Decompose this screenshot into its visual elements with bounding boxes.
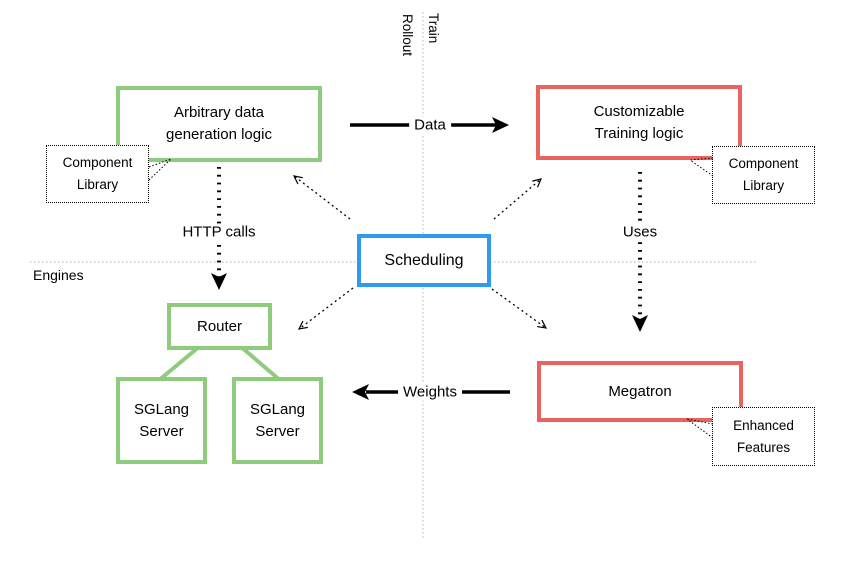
callout-component-library-right: Component Library — [712, 146, 815, 204]
callout-component-library-left: Component Library — [46, 145, 149, 203]
data-edge-label: Data — [409, 116, 451, 134]
node-label-line: Server — [255, 422, 300, 440]
node-arbitrary-data-generation-logic: Arbitrary data generation logic — [116, 86, 322, 162]
component-library-right-leader-line — [689, 159, 714, 177]
http-calls-arrowhead — [211, 273, 227, 290]
node-router: Router — [167, 303, 272, 350]
quadrant-label-train: Train — [426, 13, 441, 44]
weights-arrowhead — [352, 384, 369, 400]
node-label-line: Training logic — [594, 124, 684, 142]
router-to-sglang2-connector — [238, 344, 283, 383]
node-label-line: generation logic — [166, 126, 272, 143]
callout-label-line: Enhanced — [733, 417, 794, 433]
node-label: Scheduling — [384, 251, 464, 269]
callout-enhanced-features: Enhanced Features — [712, 407, 815, 466]
node-scheduling: Scheduling — [357, 234, 491, 287]
callout-label-line: Library — [76, 177, 119, 192]
scheduling-to-router-arrow — [297, 287, 354, 330]
callout-label-line: Component — [728, 156, 799, 171]
node-label: Router — [196, 317, 243, 335]
node-megatron: Megatron — [537, 361, 743, 422]
data-arrowhead — [492, 117, 509, 133]
callout-label-line: Library — [742, 178, 785, 193]
node-label-line: SGLang — [249, 400, 306, 418]
node-sglang-server-1: SGLang Server — [116, 377, 207, 464]
uses-edge-label: Uses — [617, 223, 663, 241]
node-label-line: SGLang — [133, 400, 190, 418]
callout-label-line: Component — [62, 155, 133, 170]
node-label-line: Server — [139, 422, 184, 440]
weights-edge-label: Weights — [398, 383, 462, 401]
scheduling-to-megatron-arrow — [491, 288, 548, 329]
router-to-sglang1-connector — [156, 344, 202, 383]
http-calls-edge-label: HTTP calls — [177, 223, 261, 241]
quadrant-label-rollout: Rollout — [400, 14, 415, 57]
node-customizable-training-logic: Customizable Training logic — [536, 85, 742, 160]
node-label-line: Arbitrary data — [173, 104, 265, 121]
component-library-left-leader-line — [148, 158, 172, 181]
node-sglang-server-2: SGLang Server — [232, 377, 323, 464]
node-label: Megatron — [608, 382, 672, 400]
callout-label-line: Features — [736, 439, 791, 455]
quadrant-label-engines: Engines — [33, 267, 84, 283]
scheduling-to-arbitrary-arrow — [292, 175, 351, 220]
scheduling-to-customizable-arrow — [493, 178, 543, 220]
uses-arrowhead — [632, 315, 648, 332]
node-label-line: Customizable — [593, 102, 685, 120]
